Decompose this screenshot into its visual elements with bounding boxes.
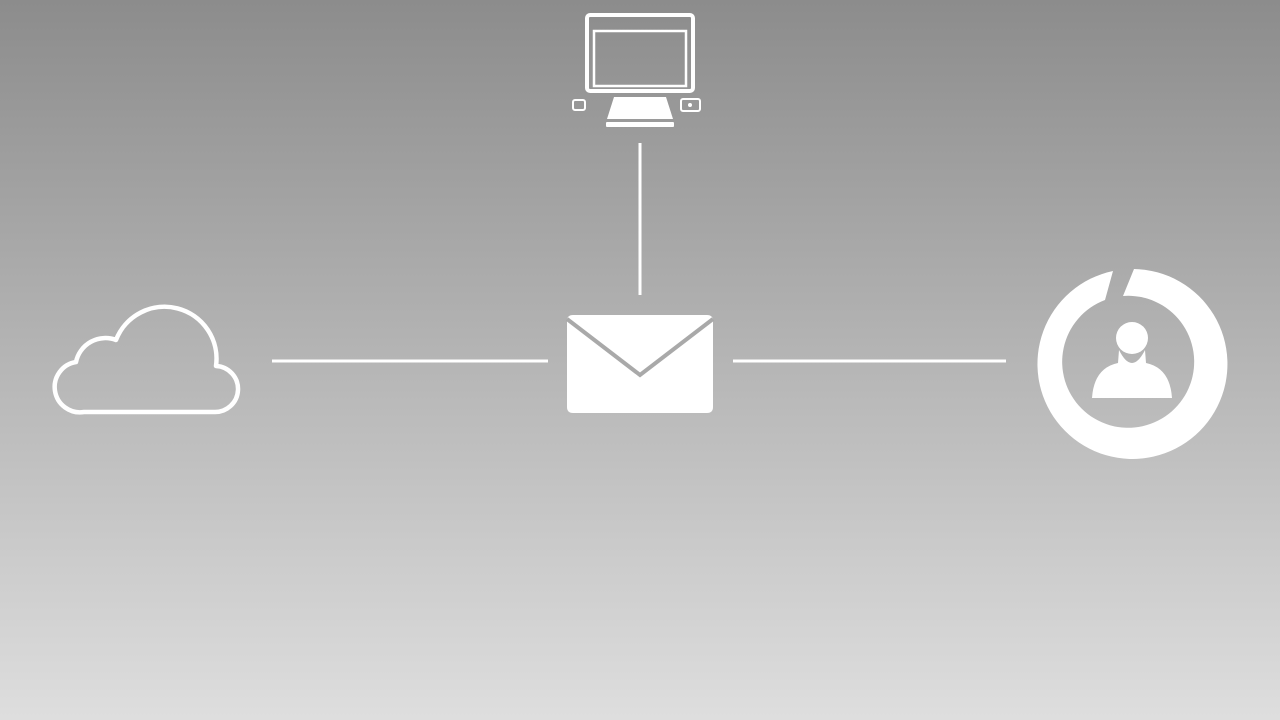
desktop-computer-icon (572, 13, 701, 127)
cloud-icon (52, 304, 241, 415)
contact-person-icon (1037, 269, 1228, 459)
envelope-icon (565, 315, 715, 413)
